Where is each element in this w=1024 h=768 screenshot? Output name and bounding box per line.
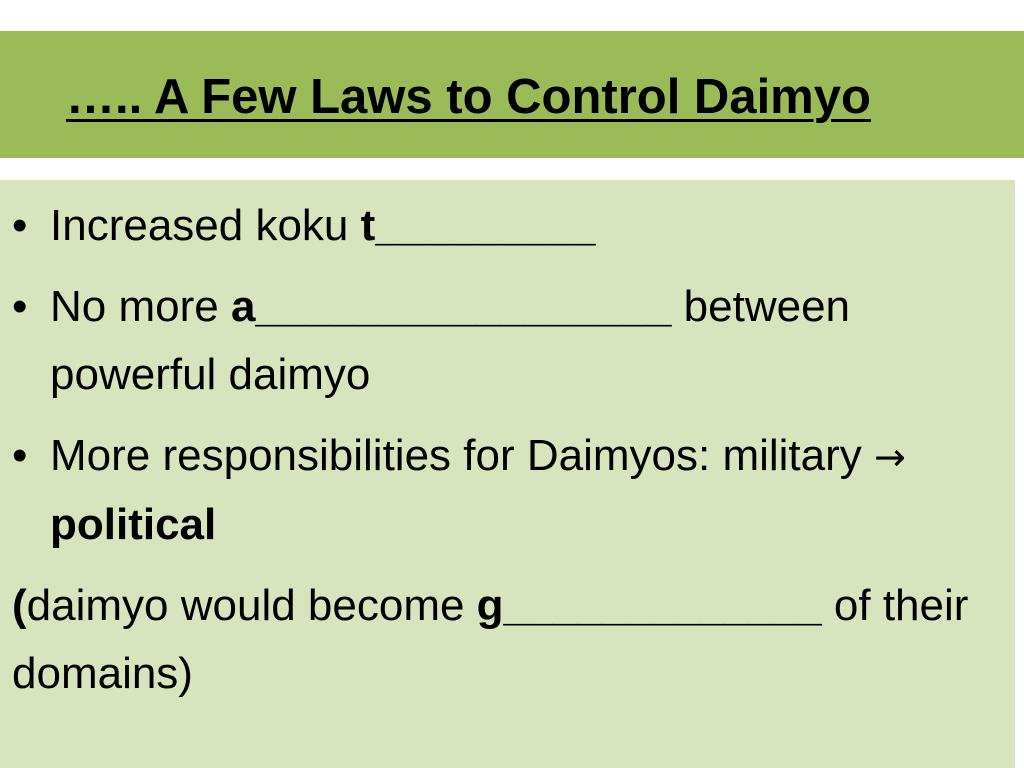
content-box — [0, 180, 1015, 768]
blank-answer: g_____________ — [476, 581, 822, 630]
bullet-text-post: between powerful daimyo — [50, 282, 851, 399]
title-bar — [0, 31, 1024, 158]
bullet-item-responsibilities: • More responsibilities for Daimyos: mili… — [12, 422, 1002, 559]
bullet-item-koku: • Increased koku t_________ — [12, 192, 1002, 260]
bullet-text-pre: More responsibilities for Daimyos: milit… — [50, 431, 874, 480]
bullet-dot: • — [12, 282, 28, 331]
note-governors: (daimyo would become g_____________ of t… — [12, 572, 1002, 708]
bullet-dot: • — [12, 201, 28, 250]
open-paren: ( — [12, 581, 27, 630]
slide-title: ….. A Few Laws to Control Daimyo — [66, 70, 871, 124]
note-text-post: of their domains) — [12, 581, 969, 698]
note-text-pre: daimyo would become — [26, 581, 477, 630]
bullet-emphasis: political — [50, 500, 217, 549]
bullet-text-pre: No more — [50, 282, 231, 331]
blank-answer: t_________ — [360, 201, 596, 250]
blank-answer: a_________________ — [230, 282, 672, 331]
bullet-text: Increased koku — [50, 201, 361, 250]
bullet-list: • Increased koku t_________ • No more a___… — [12, 192, 1002, 708]
right-arrow-icon: → — [874, 435, 906, 479]
bullet-dot: • — [12, 431, 28, 480]
bullet-item-alliances: • No more a_________________ between powe… — [12, 273, 1002, 409]
